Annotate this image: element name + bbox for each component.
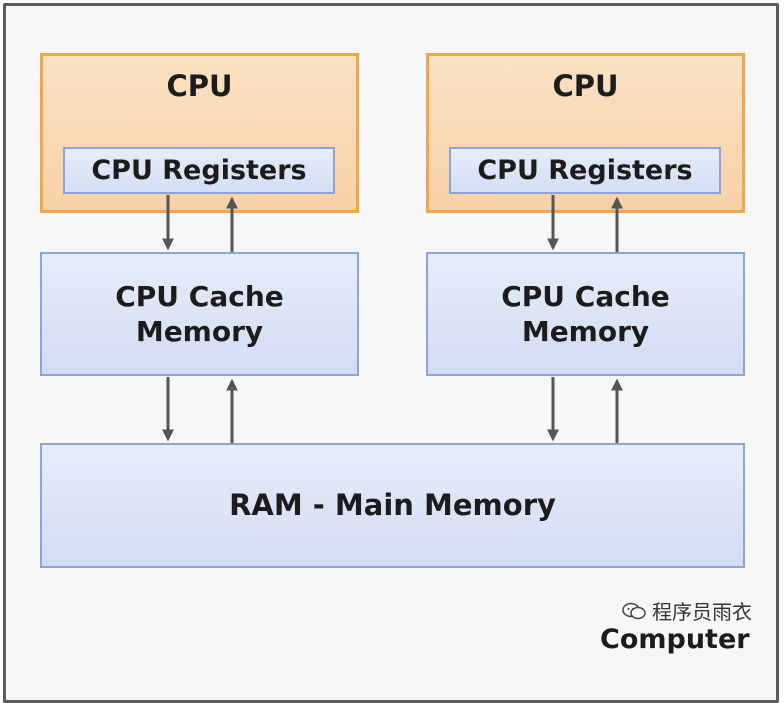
watermark: 程序员雨衣 <box>622 596 752 625</box>
cpu-cache-left: CPU Cache Memory <box>40 252 359 376</box>
ram-label: RAM - Main Memory <box>229 488 556 523</box>
cpu-registers-label-left: CPU Registers <box>91 154 307 186</box>
cpu-registers-label-right: CPU Registers <box>477 154 693 186</box>
cpu-registers-left: CPU Registers <box>63 147 335 194</box>
wechat-icon <box>622 602 646 619</box>
cpu-cache-line2-right: Memory <box>521 315 650 348</box>
computer-label: Computer <box>600 624 750 655</box>
cpu-registers-right: CPU Registers <box>449 147 721 194</box>
cpu-cache-right: CPU Cache Memory <box>426 252 745 376</box>
diagram-canvas: CPU CPU Registers CPU CPU Registers CPU … <box>3 3 779 703</box>
cpu-title-left: CPU <box>166 69 233 103</box>
watermark-text: 程序员雨衣 <box>652 600 752 624</box>
cpu-cache-line1-right: CPU Cache <box>501 280 670 313</box>
cpu-title-right: CPU <box>552 69 619 103</box>
cpu-cache-line1-left: CPU Cache <box>115 280 284 313</box>
ram-main-memory: RAM - Main Memory <box>40 443 745 568</box>
cpu-cache-line2-left: Memory <box>135 315 264 348</box>
